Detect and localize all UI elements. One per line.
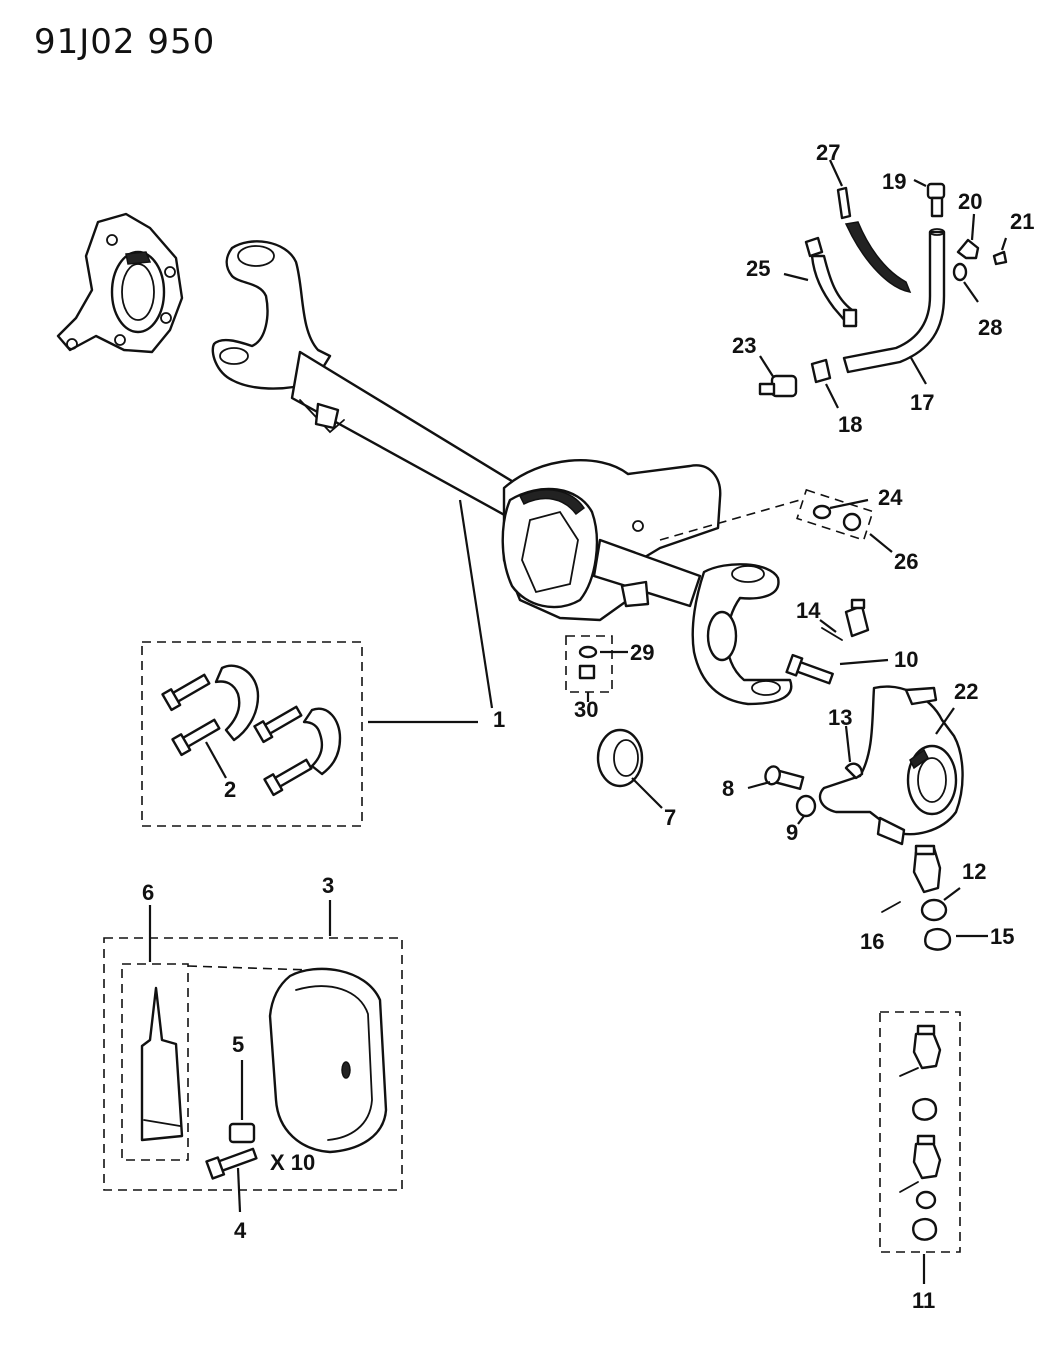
steering-knuckle-right [818, 685, 964, 846]
callout-13: 13 [828, 705, 852, 730]
adjusting-sleeve-parts [747, 598, 889, 825]
bearing-cap-kit-group [141, 641, 478, 827]
axle-seal [596, 728, 663, 809]
drain-plug-group [565, 635, 628, 702]
callout-9: 9 [786, 820, 798, 845]
axle-housing [211, 240, 801, 706]
callout-27: 27 [816, 140, 840, 165]
callout-4: 4 [234, 1218, 247, 1243]
callout-3: 3 [322, 873, 334, 898]
callout-7: 7 [664, 805, 676, 830]
callout-28: 28 [978, 315, 1002, 340]
callout-30: 30 [574, 697, 598, 722]
callout-17: 17 [910, 390, 934, 415]
callout-2: 2 [224, 777, 236, 802]
diff-cover-kit-group [103, 900, 403, 1213]
callout-23: 23 [732, 333, 756, 358]
ball-joint-kit-group [879, 1011, 961, 1284]
callout-29: 29 [630, 640, 654, 665]
callout-5: 5 [232, 1032, 244, 1057]
ball-joint-lower [881, 844, 988, 951]
callout-18: 18 [838, 412, 862, 437]
callout-15: 15 [990, 924, 1014, 949]
callout-25: 25 [746, 256, 770, 281]
callout-24: 24 [878, 485, 903, 510]
vent-hose-assembly [758, 159, 1008, 553]
callout-10: 10 [894, 647, 918, 672]
callout-19: 19 [882, 169, 906, 194]
callout-8: 8 [722, 776, 734, 801]
callout-6: 6 [142, 880, 154, 905]
callout-22: 22 [954, 679, 978, 704]
diagram-reference-code: 91J02 950 [34, 22, 216, 62]
callout-11: 11 [912, 1288, 935, 1313]
leader-1-axle [458, 499, 494, 709]
callout-21: 21 [1010, 209, 1034, 234]
steering-knuckle-upper-left [56, 212, 184, 354]
callout-1: 1 [493, 707, 505, 732]
callout-16: 16 [860, 929, 884, 954]
callout-20: 20 [958, 189, 982, 214]
callout-26: 26 [894, 549, 918, 574]
callout-12: 12 [962, 859, 986, 884]
quantity-note: X 10 [270, 1150, 315, 1175]
callout-14: 14 [796, 598, 821, 623]
